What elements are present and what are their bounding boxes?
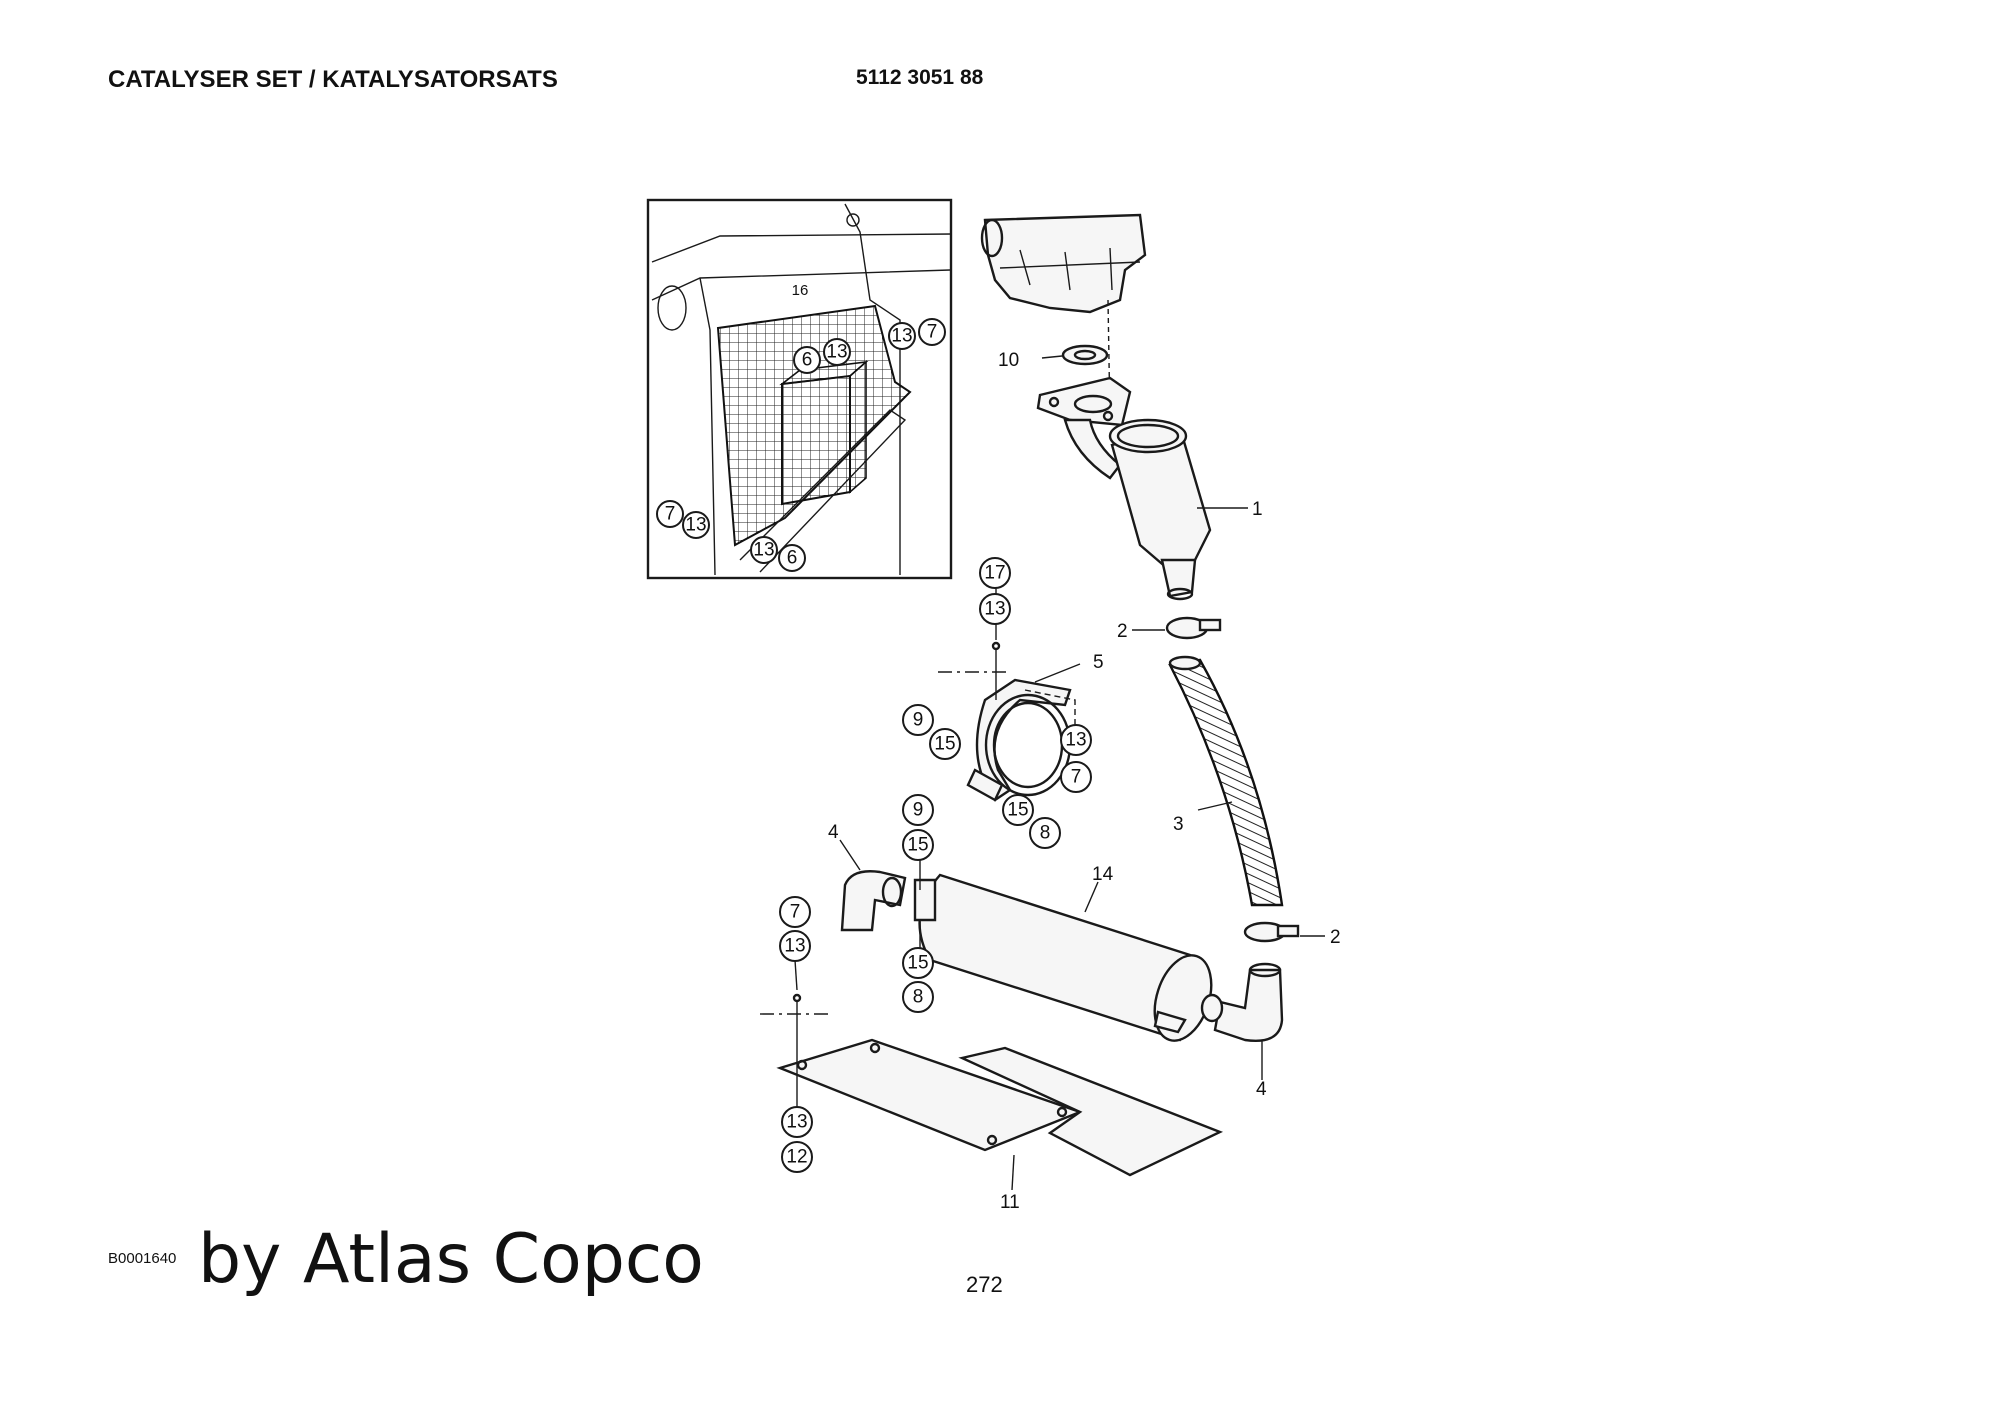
callout-bracket: 15 xyxy=(1007,800,1028,821)
part-label: 3 xyxy=(1173,814,1184,835)
flexible-hose xyxy=(1168,655,1284,907)
callout-bracket: 13 xyxy=(1065,730,1086,751)
page-number: 272 xyxy=(966,1272,1003,1297)
muffler-callouts: 9 15 15 8 xyxy=(902,794,934,1013)
hose-clamp-upper xyxy=(1165,616,1222,640)
part-labels: 10 1 2 5 3 4 14 2 4 11 xyxy=(828,350,1341,1213)
mounting-bracket xyxy=(938,641,1076,802)
part-label: 4 xyxy=(828,822,839,843)
callout-inset: 7 xyxy=(927,322,938,343)
exhaust-manifold xyxy=(980,213,1147,421)
gasket xyxy=(1061,344,1109,366)
base-plates xyxy=(760,993,1224,1177)
page-title: CATALYSER SET / KATALYSATORSATS xyxy=(108,66,558,93)
callout-muffler: 15 xyxy=(907,835,928,856)
inset-detail xyxy=(646,198,953,580)
part-label: 2 xyxy=(1330,927,1341,948)
callout-plate: 13 xyxy=(786,1112,807,1133)
part-label: 2 xyxy=(1117,621,1128,642)
callout-bracket: 8 xyxy=(1040,823,1051,844)
callout-inset: 16 xyxy=(792,282,809,299)
inset-callouts: 16 13 7 6 13 7 13 13 6 xyxy=(656,282,946,572)
callout-inset: 6 xyxy=(802,350,813,371)
callout-muffler: 15 xyxy=(907,953,928,974)
elbow-pipe-left xyxy=(840,870,907,932)
callout-bracket: 13 xyxy=(984,599,1005,620)
bracket-callouts: 17 13 9 15 13 7 15 8 xyxy=(902,557,1092,849)
callout-inset: 6 xyxy=(787,548,798,569)
watermark: by Atlas Copco xyxy=(198,1220,704,1299)
part-number: 5112 3051 88 xyxy=(856,66,984,89)
hose-clamp-lower xyxy=(1243,921,1300,943)
callout-inset: 7 xyxy=(665,504,676,525)
catalyser xyxy=(1063,418,1212,601)
callout-inset: 13 xyxy=(685,515,706,536)
part-label: 5 xyxy=(1093,652,1104,673)
part-label: 11 xyxy=(1000,1192,1020,1213)
callout-bracket: 15 xyxy=(934,734,955,755)
callout-plate: 7 xyxy=(790,902,801,923)
callout-inset: 13 xyxy=(891,326,912,347)
svg-text:16: 16 xyxy=(792,282,809,299)
callout-muffler: 8 xyxy=(913,987,924,1008)
callout-plate: 12 xyxy=(786,1147,807,1168)
callout-bracket: 9 xyxy=(913,710,924,731)
part-label: 4 xyxy=(1256,1079,1267,1100)
callout-inset: 13 xyxy=(753,540,774,561)
flange xyxy=(1036,376,1132,427)
callout-inset: 13 xyxy=(826,342,847,363)
callout-bracket: 17 xyxy=(984,563,1005,584)
figure-code: B0001640 xyxy=(108,1250,177,1267)
callout-plate: 13 xyxy=(784,936,805,957)
muffler xyxy=(913,873,1224,1042)
part-label: 1 xyxy=(1252,499,1263,520)
part-label: 10 xyxy=(998,350,1019,371)
plate-callouts: 7 13 13 12 xyxy=(779,896,813,1173)
callout-muffler: 9 xyxy=(913,800,924,821)
elbow-pipe-right xyxy=(1213,962,1284,1042)
callout-bracket: 7 xyxy=(1071,767,1082,788)
part-label: 14 xyxy=(1092,864,1114,885)
